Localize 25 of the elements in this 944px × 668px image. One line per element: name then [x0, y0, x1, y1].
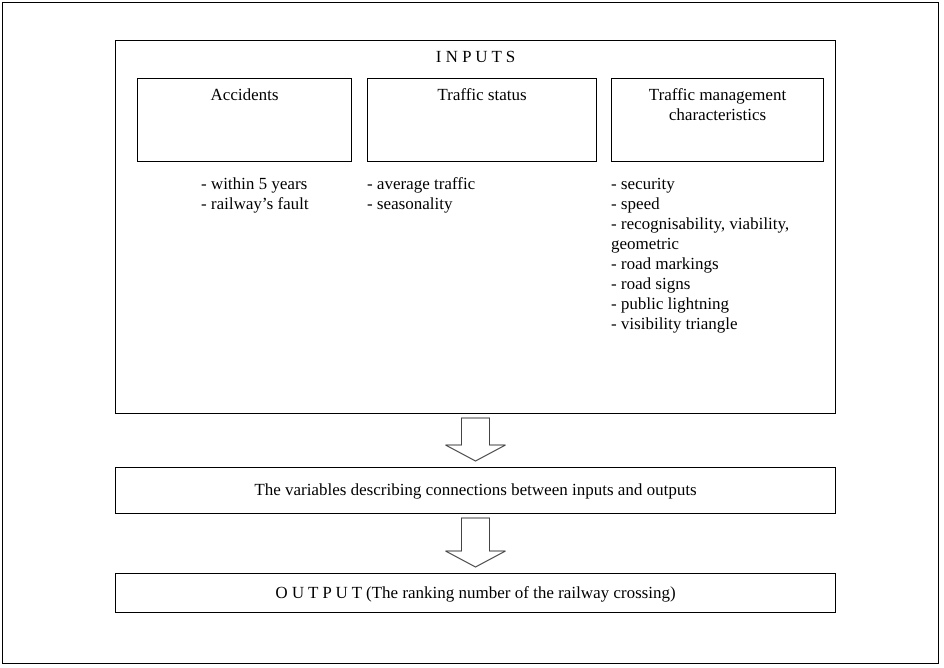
list-item: - public lightning [611, 294, 730, 314]
list-item: - railway’s fault [201, 194, 310, 214]
process-box [115, 40, 836, 414]
box-label: Accidents [210, 85, 278, 106]
process-box [611, 78, 824, 162]
process-box [115, 573, 836, 613]
list-item: - seasonality [367, 194, 454, 214]
list-item: - road markings [611, 254, 720, 274]
block-arrow [445, 518, 506, 568]
block-arrow [445, 418, 506, 462]
box-label: I N P U T S [436, 47, 516, 68]
list-item: - within 5 years [201, 174, 308, 194]
process-box [137, 78, 352, 162]
box-label: Traffic status [437, 85, 527, 106]
box-label: The variables describing connections between inputs and outputs [254, 480, 697, 501]
list-item: - security [611, 174, 676, 194]
list-item: - recognisability, viability, geometric [611, 214, 790, 254]
list-item: - visibility triangle [611, 314, 739, 334]
box-label: Traffic management characteristics [648, 85, 788, 126]
box-label: O U T P U T (The ranking number of the railway crossing) [275, 582, 676, 604]
list-item: - average traffic [367, 174, 476, 194]
list-item: - speed [611, 194, 661, 214]
process-box [367, 78, 597, 162]
process-box [115, 467, 836, 514]
list-item: - road signs [611, 274, 692, 294]
